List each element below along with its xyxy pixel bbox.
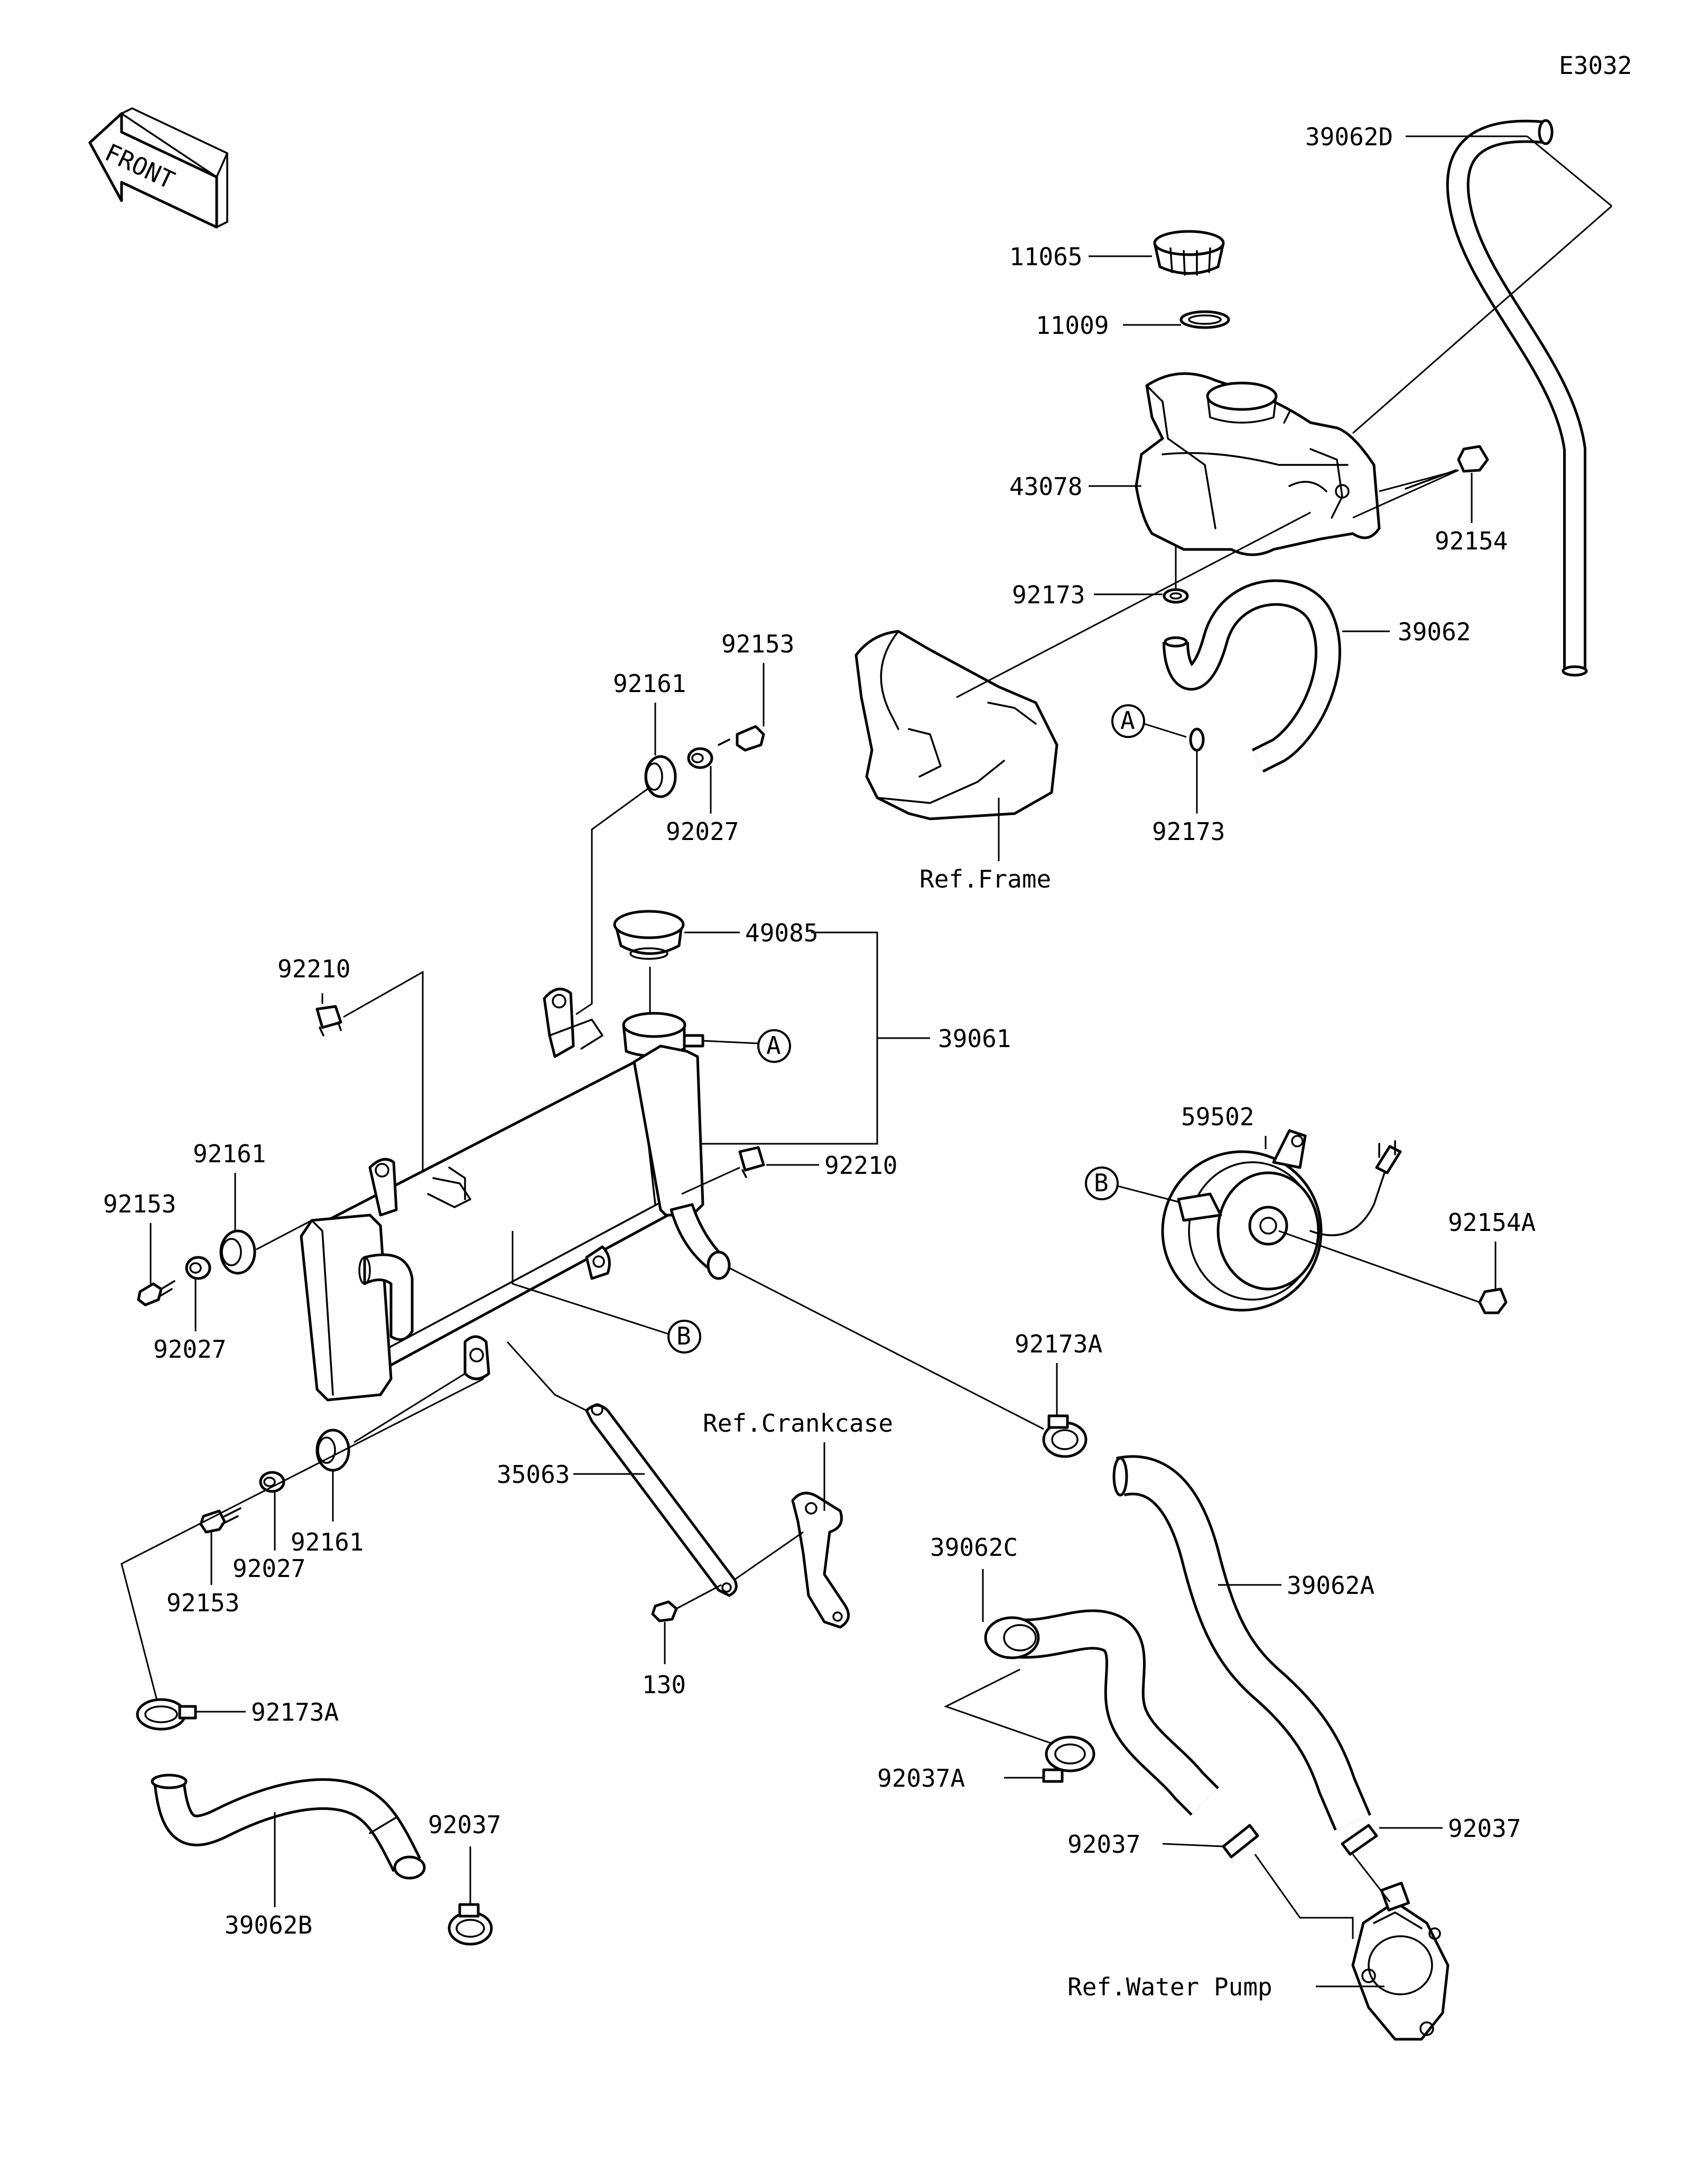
label-92161-bottom: 92161 [291,1528,364,1556]
marker-b-radiator [667,1320,701,1354]
label-92037A: 92037A [877,1764,965,1793]
label-92154A: 92154A [1448,1208,1536,1237]
collar-92027-left [185,1256,211,1280]
nut-92210-left [315,1005,342,1037]
label-35063: 35063 [497,1460,570,1489]
marker-b-radiator-label: B [676,1322,691,1350]
clamp-92037-right [1341,1824,1378,1856]
label-92173-top: 92173 [1012,581,1085,609]
label-92037-mid: 92037 [1067,1830,1140,1859]
clamp-92173A-left [136,1698,197,1731]
label-39062D: 39062D [1305,123,1393,151]
clip-92173-top [1163,588,1189,604]
marker-a-top [1111,704,1145,738]
label-92173A-right: 92173A [1015,1330,1102,1358]
collar-92027-top [687,747,713,769]
bolt-92154 [1405,445,1489,490]
hose-39062A [1112,1455,1371,1831]
label-39062B: 39062B [225,1911,312,1939]
label-92027-left: 92027 [153,1335,226,1364]
bolt-92153-left [137,1280,175,1306]
clamp-92037-left [448,1903,493,1946]
label-130: 130 [642,1670,686,1699]
marker-a-top-label: A [1120,706,1135,735]
stay-35063 [585,1403,738,1597]
radiator-cap-49085 [613,910,685,960]
label-43078: 43078 [1009,472,1082,501]
label-59502: 59502 [1181,1103,1254,1131]
reservoir-cap-11065 [1153,230,1225,276]
vent-hose-39062D [1446,119,1588,677]
label-92037-right: 92037 [1448,1814,1521,1843]
collar-92027-bottom [259,1471,285,1493]
crankcase-bracket [791,1491,850,1629]
reservoir-tank-43078 [1135,372,1381,556]
label-92153-left: 92153 [103,1190,176,1218]
label-92210-right: 92210 [824,1151,897,1180]
marker-b-fan [1085,1166,1119,1200]
gasket-11009 [1179,310,1230,329]
fan-motor-59502 [1161,1129,1402,1312]
label-92027-bottom: 92027 [233,1554,305,1583]
label-92027-top: 92027 [666,817,739,846]
overflow-hose-39062 [1163,579,1341,773]
clamp-92037-mid [1222,1824,1259,1859]
label-39062: 39062 [1398,618,1471,646]
label-92210-left: 92210 [277,955,350,983]
label-92173-mid: 92173 [1152,817,1225,846]
ref-frame: Ref.Frame [919,865,1051,893]
marker-a-radiator-label: A [766,1031,781,1060]
front-arrow-icon: FRONT [88,107,228,229]
label-11065: 11065 [1009,242,1082,271]
marker-a-radiator [757,1029,791,1063]
ref-water-pump: Ref.Water Pump [1067,1973,1272,2001]
water-pump [1351,1881,1450,2041]
label-49085: 49085 [745,919,818,947]
ref-crankcase: Ref.Crankcase [703,1409,893,1438]
grommet-92161-left [219,1229,256,1275]
marker-b-fan-label: B [1094,1169,1109,1197]
label-92173A-left: 92173A [251,1698,339,1726]
bolt-92153-bottom [199,1507,241,1534]
label-92161-top: 92161 [613,669,686,698]
nut-92210-right [738,1146,765,1178]
bolt-92153-top [718,725,765,752]
grommet-92161-top [644,755,677,798]
label-92161-left: 92161 [193,1140,266,1168]
bolt-130 [651,1600,678,1622]
clamp-92173A-right [1042,1414,1088,1458]
label-92154: 92154 [1435,527,1508,555]
frame-section [854,511,1311,820]
label-39062C: 39062C [930,1533,1018,1562]
clamp-92037A [1042,1735,1095,1783]
label-92153-bottom: 92153 [166,1589,239,1617]
label-92037-left: 92037 [428,1810,501,1839]
clip-92173-mid [1189,727,1205,752]
hose-39062B [151,1774,426,1880]
label-11009: 11009 [1036,311,1109,340]
diagram-code: E3032 [1559,51,1632,80]
label-92153-top: 92153 [721,630,794,658]
hose-39062C [984,1609,1219,1816]
label-39062A: 39062A [1287,1571,1374,1600]
bolt-92154A [1478,1287,1508,1314]
radiator [300,987,731,1402]
label-39061: 39061 [938,1024,1011,1053]
